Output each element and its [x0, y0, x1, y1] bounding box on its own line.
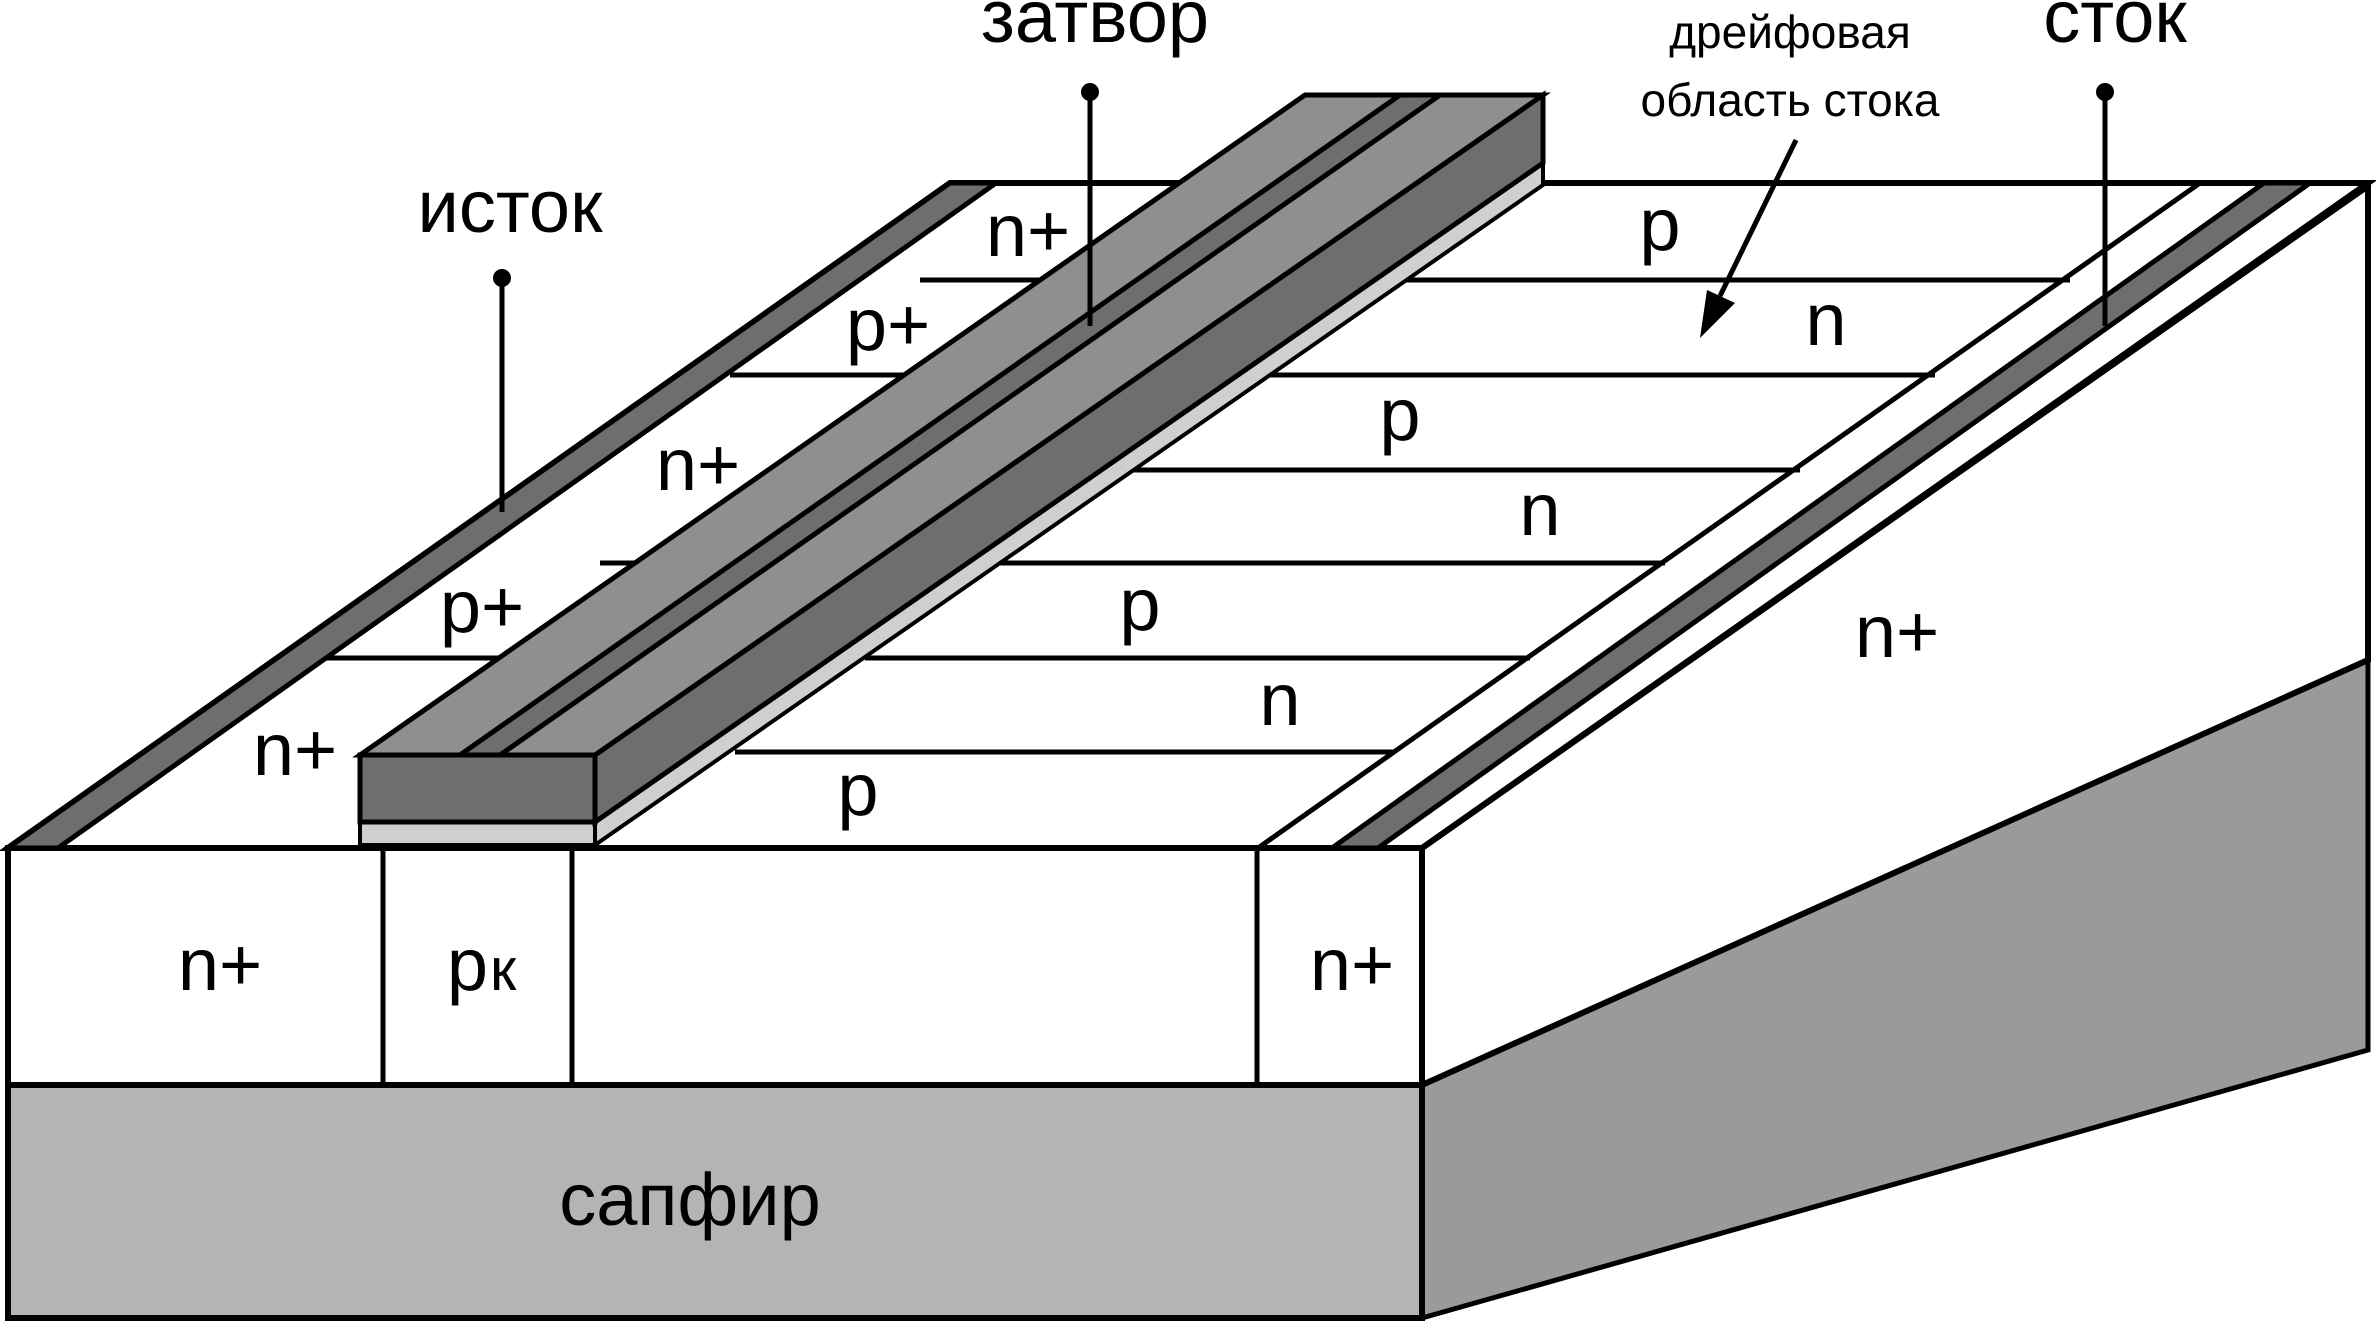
front-channel-subscript: к: [490, 936, 517, 1003]
substrate-front: [5, 1082, 1425, 1321]
silicon-front-face: [5, 845, 1425, 1088]
source-strip-label: n+: [656, 423, 740, 506]
drain-region-boundary: [1256, 180, 2202, 851]
source-strip-label: n+: [253, 708, 337, 791]
terminal-dots: [493, 83, 2114, 287]
drain-contact-stripe: [1324, 180, 2318, 851]
side-drain-label: n+: [1855, 590, 1939, 673]
drain-label: сток: [2043, 0, 2187, 58]
drift-arrow: [1700, 138, 1799, 338]
front-drain-label: n+: [1310, 923, 1394, 1006]
source-label: исток: [418, 165, 604, 248]
terminal-leads: [499, 92, 2108, 512]
source-dot: [493, 269, 511, 287]
gate-electrode: [352, 90, 1551, 849]
drain-dot: [2096, 83, 2114, 101]
drift-strip-label: p: [1379, 373, 1420, 456]
source-strip-label: p+: [846, 283, 930, 366]
drift-strip-labels: p n p n p n p: [837, 183, 1846, 831]
substrate-label: сапфир: [559, 1158, 821, 1241]
drift-region-label-line1: дрейфовая: [1669, 6, 1911, 58]
source-strip-label: p+: [440, 565, 524, 648]
source-contact-stripe: [0, 180, 1004, 851]
gate-dot: [1081, 83, 1099, 101]
drift-strip-label: n: [1519, 468, 1560, 551]
gate-oxide: [358, 820, 597, 847]
drift-strip-label: p: [1119, 563, 1160, 646]
front-source-label: n+: [178, 923, 262, 1006]
drift-strip-label: n: [1259, 658, 1300, 741]
drift-strip-label: n: [1805, 278, 1846, 361]
source-strip-label: n+: [986, 189, 1070, 272]
gate-front: [357, 752, 598, 825]
gate-label: затвор: [981, 0, 1209, 58]
drift-strip-label: p: [1639, 183, 1680, 266]
front-channel-label: p: [447, 923, 488, 1006]
drift-strip-boundaries: [735, 277, 2070, 755]
drift-strip-label: p: [837, 748, 878, 831]
substrate: [5, 656, 2371, 1322]
drift-region-label-line2: область стока: [1641, 74, 1940, 126]
source-strip-labels: n+ p+ n+ p+ n+: [253, 189, 1070, 791]
